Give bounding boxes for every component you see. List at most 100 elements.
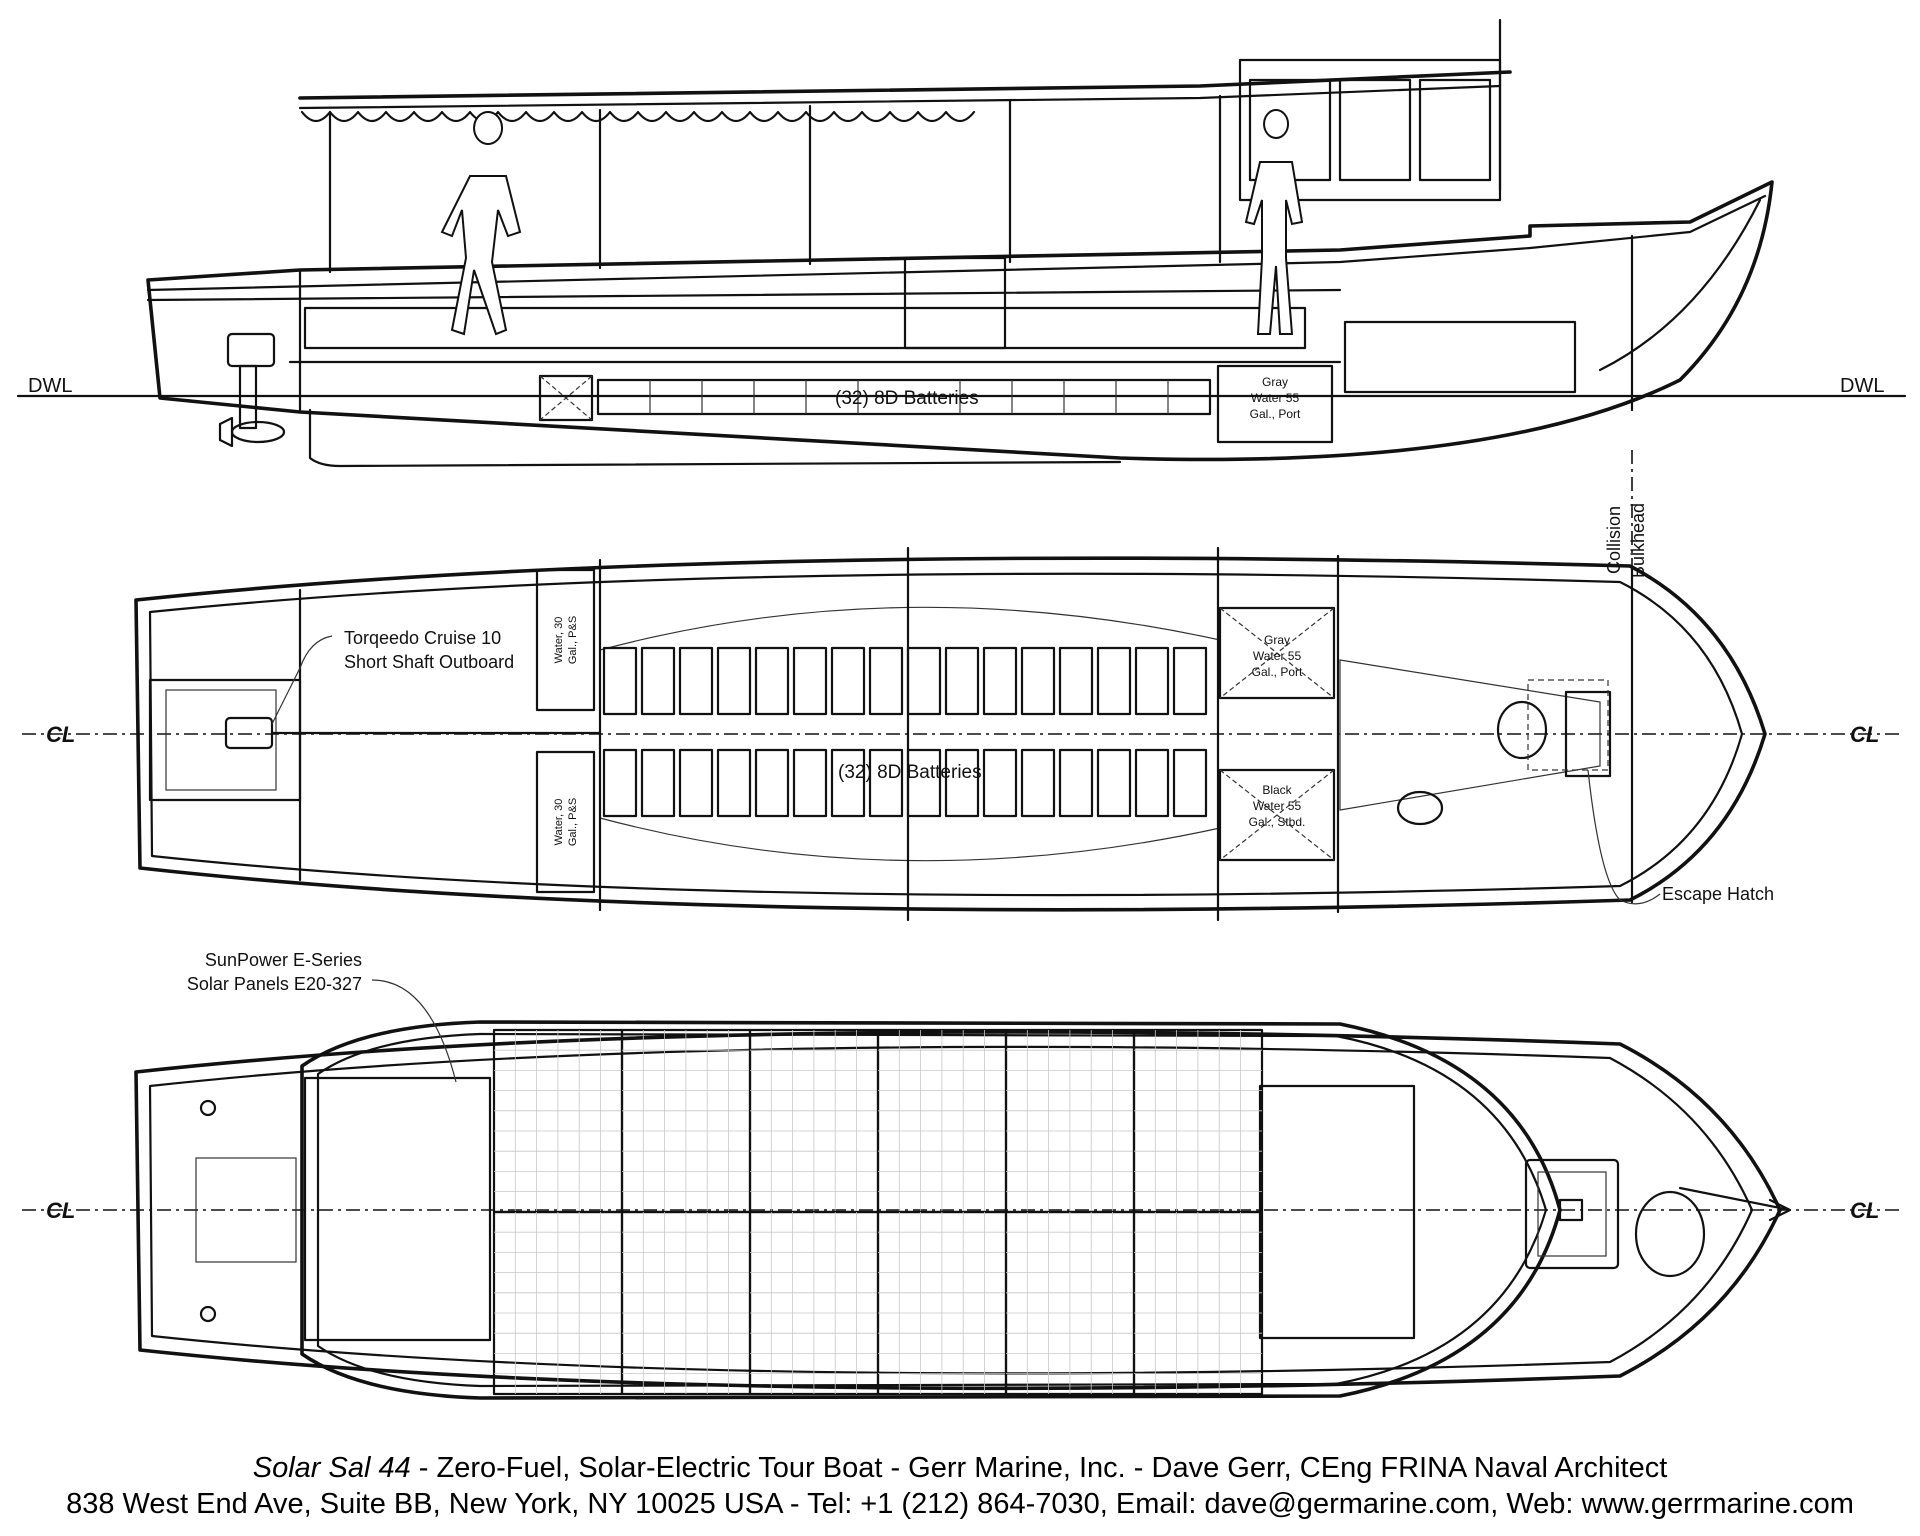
deck-cleat-port <box>199 1099 217 1117</box>
aft-solar-panel <box>303 1076 492 1342</box>
black-water-plan-line-3: Gal., Stbd. <box>1249 815 1306 829</box>
canopy-valance <box>298 84 1502 110</box>
aft-deck-locker <box>195 1157 297 1263</box>
battery-cell <box>1134 748 1170 818</box>
forward-solar-panel <box>1258 1084 1416 1340</box>
solar-panel-array <box>492 1028 1264 1396</box>
battery-cell <box>678 748 714 818</box>
battery-cell <box>1020 646 1056 716</box>
battery-cell <box>944 748 980 818</box>
black-water-plan-line-1: Black <box>1262 783 1292 797</box>
battery-cell <box>1058 748 1094 818</box>
toilet-plan <box>1496 700 1548 760</box>
water-tank-stbd <box>535 750 596 894</box>
forepeak-sole <box>1339 659 1601 811</box>
outboard-label-line-2: Short Shaft Outboard <box>344 652 514 672</box>
battery-cell <box>1058 646 1094 716</box>
battery-cell <box>906 748 942 818</box>
battery-cell <box>830 646 866 716</box>
battery-cell <box>1172 646 1208 716</box>
deck-cl-label-left: CL <box>46 1198 75 1223</box>
gray-water-tank-profile <box>1216 364 1334 444</box>
title-description: - Zero-Fuel, Solar-Electric Tour Boat - … <box>410 1452 1668 1484</box>
battery-cell <box>716 748 752 818</box>
gray-water-plan-line-1: Gray <box>1264 633 1290 647</box>
gray-water-profile-line-1: Gray <box>1262 375 1288 389</box>
solar-label-line-1: SunPower E-Series <box>205 950 362 970</box>
person-silhouette-helm <box>1244 109 1304 335</box>
battery-cell <box>640 646 676 716</box>
gray-water-tank-plan <box>1218 606 1336 700</box>
black-water-tank-plan <box>1218 768 1336 862</box>
battery-cell <box>792 646 828 716</box>
plan-cl-label-left: CL <box>46 722 75 747</box>
plan-hull-outline <box>134 556 1767 912</box>
helm-cabinet <box>903 256 1007 350</box>
motor-mount <box>165 689 277 791</box>
battery-cell <box>678 646 714 716</box>
gray-water-profile-line-3: Gal., Port <box>1250 407 1301 421</box>
battery-cell <box>792 748 828 818</box>
battery-cell <box>602 646 638 716</box>
battery-cell <box>1134 646 1170 716</box>
pilothouse-window-2 <box>1338 78 1412 182</box>
anchor-rode-fitting <box>1678 1186 1792 1222</box>
fwd-deck-hatch-inner <box>1537 1171 1607 1257</box>
escape-hatch-outline <box>1527 679 1609 771</box>
battery-cell <box>830 748 866 818</box>
pilothouse-window-3 <box>1418 78 1492 182</box>
deck-cl-label-right: CL <box>1850 1198 1879 1223</box>
seat-back-profile <box>303 306 1307 350</box>
battery-cell <box>716 646 752 716</box>
escape-hatch-leader <box>1587 769 1661 905</box>
black-water-plan-line-2: Water 55 <box>1253 799 1302 813</box>
deck-line <box>146 288 1342 302</box>
battery-cell <box>754 646 790 716</box>
battery-cell <box>1096 748 1132 818</box>
water-tank-stbd-line-1: Water, 30 <box>553 799 565 846</box>
deck-inner-rail <box>148 1045 1754 1375</box>
dwl-label-left: DWL <box>28 375 72 397</box>
canopy-roof <box>298 70 1512 100</box>
fwd-deck-hatch <box>1524 1158 1620 1270</box>
battery-cell <box>640 748 676 818</box>
collision-label-line-2: Bulkhead <box>1628 503 1648 578</box>
keel <box>308 408 1122 468</box>
profile-hull <box>146 180 1774 462</box>
battery-dividers <box>649 380 1169 414</box>
battery-cell <box>868 646 904 716</box>
water-tank-stbd-line-2: Gal., P&S <box>567 798 579 846</box>
forward-ladder <box>1564 690 1612 778</box>
bow-stem <box>1598 198 1762 372</box>
battery-cell <box>868 748 904 818</box>
battery-cell <box>982 646 1018 716</box>
gray-water-plan-line-3: Gal., Port <box>1252 665 1303 679</box>
battery-cell <box>754 748 790 818</box>
outboard-leader <box>271 635 333 725</box>
collision-label-line-1: Collision <box>1604 506 1624 574</box>
outboard-motor-plan <box>224 716 602 750</box>
gray-water-profile-line-2: Water 55 <box>1251 391 1300 405</box>
battery-cell <box>944 646 980 716</box>
plan-cl-label-right: CL <box>1850 722 1879 747</box>
deck-view: CL CL SunPower E-Series Solar Panels E20… <box>22 950 1900 1400</box>
battery-cell <box>1020 748 1056 818</box>
fwd-vent <box>1558 1198 1584 1222</box>
battery-cell <box>982 748 1018 818</box>
head-sink-plan <box>1396 790 1444 826</box>
battery-cell <box>1096 646 1132 716</box>
title-line-1: Solar Sal 44 - Zero-Fuel, Solar-Electric… <box>0 1450 1920 1486</box>
anchor-locker-hatch <box>1634 1190 1706 1278</box>
water-tank-port-line-1: Water, 30 <box>553 617 565 664</box>
outboard-label-line-1: Torqeedo Cruise 10 <box>344 628 501 648</box>
aft-tank-profile <box>538 374 594 422</box>
pilothouse <box>1238 58 1502 202</box>
escape-hatch-label: Escape Hatch <box>1662 884 1774 904</box>
battery-bay-curve-top <box>599 606 1221 651</box>
water-tank-port <box>535 568 596 712</box>
battery-cell <box>602 748 638 818</box>
canopy-roof-inner <box>316 1032 1548 1388</box>
deck-cleat-stbd <box>199 1305 217 1323</box>
battery-bay-curve-bottom <box>599 817 1221 862</box>
title-line-2: 838 West End Ave, Suite BB, New York, NY… <box>66 1488 1854 1520</box>
